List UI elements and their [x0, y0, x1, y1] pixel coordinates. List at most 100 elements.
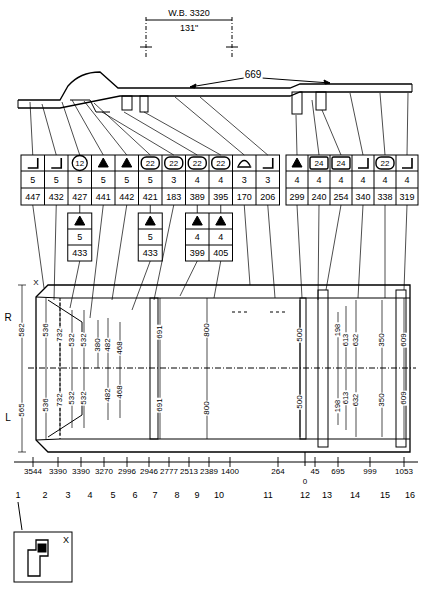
- triangle-symbol: [145, 216, 155, 225]
- triangle-symbol: [192, 216, 202, 225]
- position-number: 4: [86, 491, 93, 500]
- symbol-number: 22: [192, 160, 203, 168]
- leader-line: [132, 261, 150, 310]
- table-line: [232, 155, 233, 205]
- plan-view: [18, 285, 416, 452]
- rounded-box-symbol: [376, 157, 394, 169]
- rounded-box-symbol: [141, 157, 159, 169]
- dimension-tick: [33, 457, 34, 467]
- leader-line: [33, 205, 44, 288]
- dimension-label: 2513: [179, 468, 199, 476]
- leader-line: [124, 112, 197, 155]
- box-symbol: [310, 157, 328, 169]
- dimension-label: 3390: [48, 468, 68, 476]
- table-cell: 4: [217, 176, 224, 185]
- corner-symbol: [402, 158, 412, 168]
- table-cell: 4: [359, 176, 366, 185]
- table-cell: 4: [381, 176, 388, 185]
- table-line: [138, 155, 139, 205]
- dimension-label: 582: [18, 322, 26, 337]
- dimension-label: 2946: [139, 468, 159, 476]
- leader-line: [322, 110, 341, 155]
- table-frame: [286, 155, 418, 205]
- dimension-label: 536: [42, 322, 50, 337]
- dimension-label: 468: [116, 340, 124, 355]
- table-cell: 4: [337, 176, 344, 185]
- table-cell: 206: [259, 193, 276, 202]
- table-cell: 338: [376, 193, 393, 202]
- rounded-box-symbol: [212, 157, 230, 169]
- dimension-label: 3544: [23, 468, 43, 476]
- table-cell: 442: [118, 193, 135, 202]
- dimension-label: 1400: [220, 468, 240, 476]
- table-cell: 5: [76, 233, 83, 242]
- dimension-label: 350: [378, 332, 386, 347]
- dimension-tick: [169, 457, 170, 467]
- leader-line: [94, 103, 150, 155]
- table-cell: 170: [236, 193, 253, 202]
- side-view: [18, 17, 412, 114]
- table-line: [209, 155, 210, 205]
- dimension-label: 691: [156, 397, 164, 412]
- position-number: 10: [213, 491, 225, 500]
- side-label: R: [3, 313, 12, 323]
- dimension-tick: [81, 457, 82, 467]
- table-line: [68, 155, 69, 205]
- leader-line: [72, 100, 103, 155]
- table-cell: 447: [24, 193, 41, 202]
- wheelbase-label: W.B. 3320: [167, 9, 211, 18]
- view-marker: X: [62, 536, 70, 545]
- position-number: 12: [299, 491, 311, 500]
- table-line: [68, 229, 92, 230]
- table-cell: 254: [332, 193, 349, 202]
- dimension-label: 380: [94, 337, 102, 352]
- dimension-label: 800: [203, 400, 211, 415]
- dimension-label: 2389: [199, 468, 219, 476]
- table-cell: 3: [170, 176, 177, 185]
- triangle-symbol: [216, 216, 226, 225]
- rounded-box-symbol: [188, 157, 206, 169]
- callout-number: 669: [244, 70, 263, 80]
- leader-line: [244, 205, 250, 285]
- dimension-tick: [278, 457, 279, 467]
- table-line: [68, 245, 92, 246]
- dimension-label: 264: [270, 468, 285, 476]
- table-cell: 5: [53, 176, 60, 185]
- table-cell: 5: [147, 176, 154, 185]
- triangle-symbol: [292, 158, 302, 167]
- position-number: 15: [379, 491, 391, 500]
- table-cell: 183: [165, 193, 182, 202]
- triangle-symbol: [75, 216, 85, 225]
- dimension-label: 3390: [71, 468, 91, 476]
- leader-line: [358, 205, 363, 298]
- dimension-label: 613: [342, 333, 350, 348]
- circle-symbol: [72, 156, 87, 171]
- table-cell: 421: [142, 193, 159, 202]
- table-cell: 3: [264, 176, 271, 185]
- dimension-label: 732: [56, 327, 64, 342]
- triangle-symbol: [98, 158, 108, 167]
- table-cell: 399: [189, 249, 206, 258]
- symbol-number: 22: [215, 160, 226, 168]
- table-line: [396, 155, 397, 205]
- table-line: [162, 155, 163, 205]
- position-number: 8: [173, 491, 180, 500]
- dimension-label: 691: [156, 324, 164, 339]
- position-number: 6: [131, 491, 138, 500]
- triangle-symbol: [122, 158, 132, 167]
- leader-line: [197, 205, 198, 213]
- leader-line: [268, 205, 275, 298]
- table-line: [209, 213, 210, 261]
- position-number: 2: [41, 491, 48, 500]
- table-cell: 433: [142, 249, 159, 258]
- dimension-label: 732: [56, 392, 64, 407]
- dimension-label: 609: [400, 332, 408, 347]
- table-cell: 432: [48, 193, 65, 202]
- table-cell: 5: [123, 176, 130, 185]
- table-line: [138, 229, 162, 230]
- table-cell: 5: [147, 233, 154, 242]
- detail-inset: [14, 502, 72, 582]
- dimension-tick: [338, 457, 339, 467]
- leader-line: [90, 205, 103, 318]
- position-number: 5: [109, 491, 116, 500]
